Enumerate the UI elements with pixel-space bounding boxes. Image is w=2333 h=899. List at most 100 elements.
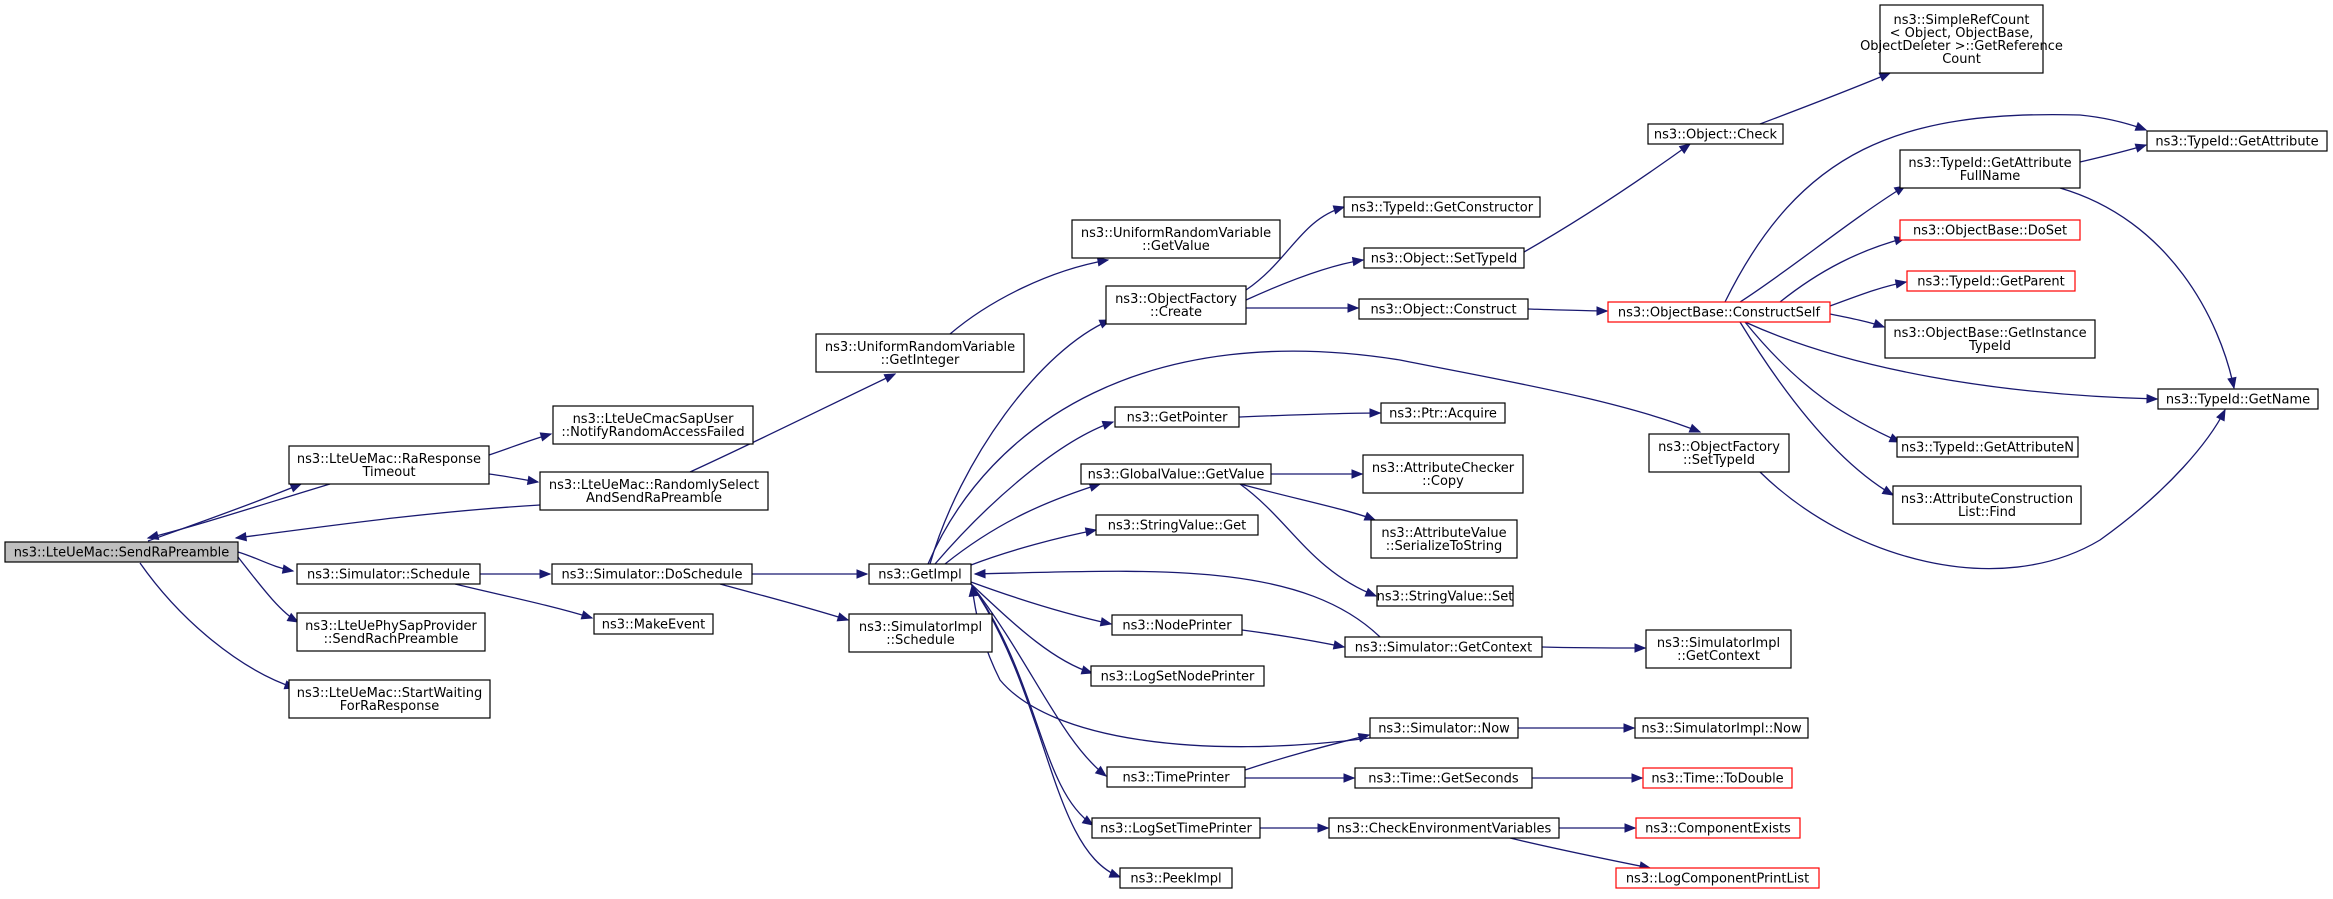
node-box[interactable]	[868, 563, 972, 585]
node-box[interactable]	[1344, 636, 1543, 658]
node-box[interactable]	[815, 333, 1025, 373]
node-logSetTimePrinter[interactable]: ns3::LogSetTimePrinter	[1091, 817, 1261, 839]
node-box[interactable]	[1648, 433, 1790, 473]
node-box[interactable]	[1354, 767, 1533, 789]
node-box[interactable]	[848, 613, 993, 653]
node-simImplGetContext[interactable]: ns3::SimulatorImpl::GetContext	[1645, 629, 1792, 669]
node-getAttributeN[interactable]: ns3::TypeId::GetAttributeN	[1896, 436, 2079, 458]
node-box[interactable]	[1369, 717, 1519, 739]
node-box[interactable]	[296, 612, 486, 652]
node-randomlySelect[interactable]: ns3::LteUeMac::RandomlySelectAndSendRaPr…	[539, 471, 769, 511]
node-timeToDouble[interactable]: ns3::Time::ToDouble	[1642, 767, 1793, 789]
node-box[interactable]	[1105, 285, 1247, 325]
node-constructSelf[interactable]: ns3::ObjectBase::ConstructSelf	[1607, 301, 1831, 323]
node-box[interactable]	[1090, 665, 1265, 687]
node-box[interactable]	[296, 563, 481, 585]
node-box[interactable]	[1358, 298, 1529, 320]
node-box[interactable]	[1634, 717, 1809, 739]
node-box[interactable]	[1119, 867, 1233, 889]
node-doSchedule[interactable]: ns3::Simulator::DoSchedule	[551, 563, 753, 585]
node-serializeToString[interactable]: ns3::AttributeValue::SerializeToString	[1370, 519, 1518, 559]
node-box[interactable]	[1896, 436, 2079, 458]
node-box[interactable]	[1635, 817, 1801, 839]
node-box[interactable]	[1080, 463, 1272, 485]
node-makeEvent[interactable]: ns3::MakeEvent	[593, 613, 714, 635]
node-box[interactable]	[1328, 817, 1560, 839]
node-objCheck[interactable]: ns3::Object::Check	[1647, 123, 1784, 145]
node-box[interactable]	[2157, 388, 2319, 410]
node-getName[interactable]: ns3::TypeId::GetName	[2157, 388, 2319, 410]
node-sendRachPreamble[interactable]: ns3::LteUePhySapProvider::SendRachPreamb…	[296, 612, 486, 652]
node-box[interactable]	[1607, 301, 1831, 323]
node-box[interactable]	[1380, 402, 1506, 424]
node-stringValueGet[interactable]: ns3::StringValue::Get	[1095, 514, 1259, 536]
node-simSchedule[interactable]: ns3::Simulator::Schedule	[296, 563, 481, 585]
node-simGetContext[interactable]: ns3::Simulator::GetContext	[1344, 636, 1543, 658]
node-objConstruct[interactable]: ns3::Object::Construct	[1358, 298, 1529, 320]
node-box[interactable]	[1642, 767, 1793, 789]
node-box[interactable]	[2146, 130, 2328, 152]
node-box[interactable]	[1106, 766, 1246, 788]
node-box[interactable]	[1114, 406, 1240, 428]
node-getPointer[interactable]: ns3::GetPointer	[1114, 406, 1240, 428]
node-box[interactable]	[1363, 247, 1525, 269]
node-timePrinter[interactable]: ns3::TimePrinter	[1106, 766, 1246, 788]
node-objFactorySetTypeId[interactable]: ns3::ObjectFactory::SetTypeId	[1648, 433, 1790, 473]
node-simNow[interactable]: ns3::Simulator::Now	[1369, 717, 1519, 739]
node-box[interactable]	[1071, 219, 1281, 259]
node-box[interactable]	[539, 471, 769, 511]
node-box[interactable]	[1892, 485, 2082, 525]
node-box[interactable]	[1647, 123, 1784, 145]
node-getConstructor[interactable]: ns3::TypeId::GetConstructor	[1343, 196, 1541, 218]
node-box[interactable]	[1376, 585, 1514, 607]
node-notifyRandomAccessFailed[interactable]: ns3::LteUeCmacSapUser::NotifyRandomAcces…	[552, 405, 754, 445]
node-box[interactable]	[4, 541, 239, 563]
node-logComponentPrintList[interactable]: ns3::LogComponentPrintList	[1615, 867, 1820, 889]
node-peekImpl[interactable]: ns3::PeekImpl	[1119, 867, 1233, 889]
node-box[interactable]	[1615, 867, 1820, 889]
node-getParent[interactable]: ns3::TypeId::GetParent	[1906, 270, 2076, 292]
node-getReferenceCount[interactable]: ns3::SimpleRefCount< Object, ObjectBase,…	[1860, 4, 2063, 74]
node-nodePrinter[interactable]: ns3::NodePrinter	[1111, 614, 1243, 636]
node-box[interactable]	[1370, 519, 1518, 559]
node-getInteger[interactable]: ns3::UniformRandomVariable::GetInteger	[815, 333, 1025, 373]
node-box[interactable]	[1343, 196, 1541, 218]
node-box[interactable]	[1879, 4, 2044, 74]
node-box[interactable]	[288, 679, 491, 719]
node-box[interactable]	[551, 563, 753, 585]
node-simImplNow[interactable]: ns3::SimulatorImpl::Now	[1634, 717, 1809, 739]
node-ptrAcquire[interactable]: ns3::Ptr::Acquire	[1380, 402, 1506, 424]
node-box[interactable]	[1899, 149, 2081, 189]
node-box[interactable]	[1111, 614, 1243, 636]
node-box[interactable]	[1906, 270, 2076, 292]
node-box[interactable]	[1645, 629, 1792, 669]
node-timeGetSeconds[interactable]: ns3::Time::GetSeconds	[1354, 767, 1533, 789]
node-componentExists[interactable]: ns3::ComponentExists	[1635, 817, 1801, 839]
node-getImpl[interactable]: ns3::GetImpl	[868, 563, 972, 585]
node-getAttribute[interactable]: ns3::TypeId::GetAttribute	[2146, 130, 2328, 152]
node-box[interactable]	[288, 445, 490, 485]
node-objSetTypeId[interactable]: ns3::Object::SetTypeId	[1363, 247, 1525, 269]
node-box[interactable]	[1362, 454, 1524, 494]
node-gvGetValue[interactable]: ns3::GlobalValue::GetValue	[1080, 463, 1272, 485]
node-simImplSchedule[interactable]: ns3::SimulatorImpl::Schedule	[848, 613, 993, 653]
node-logSetNodePrinter[interactable]: ns3::LogSetNodePrinter	[1090, 665, 1265, 687]
node-box[interactable]	[552, 405, 754, 445]
node-objFactoryCreate[interactable]: ns3::ObjectFactory::Create	[1105, 285, 1247, 325]
node-doSet[interactable]: ns3::ObjectBase::DoSet	[1899, 219, 2081, 241]
node-box[interactable]	[1884, 319, 2096, 359]
node-box[interactable]	[1095, 514, 1259, 536]
node-sendRaPreamble[interactable]: ns3::LteUeMac::SendRaPreamble	[4, 541, 239, 563]
node-attrCheckerCopy[interactable]: ns3::AttributeChecker::Copy	[1362, 454, 1524, 494]
node-box[interactable]	[1899, 219, 2081, 241]
node-urvGetValue[interactable]: ns3::UniformRandomVariable::GetValue	[1071, 219, 1281, 259]
node-stringValueSet[interactable]: ns3::StringValue::Set	[1376, 585, 1514, 607]
node-box[interactable]	[1091, 817, 1261, 839]
node-checkEnvVars[interactable]: ns3::CheckEnvironmentVariables	[1328, 817, 1560, 839]
node-box[interactable]	[593, 613, 714, 635]
